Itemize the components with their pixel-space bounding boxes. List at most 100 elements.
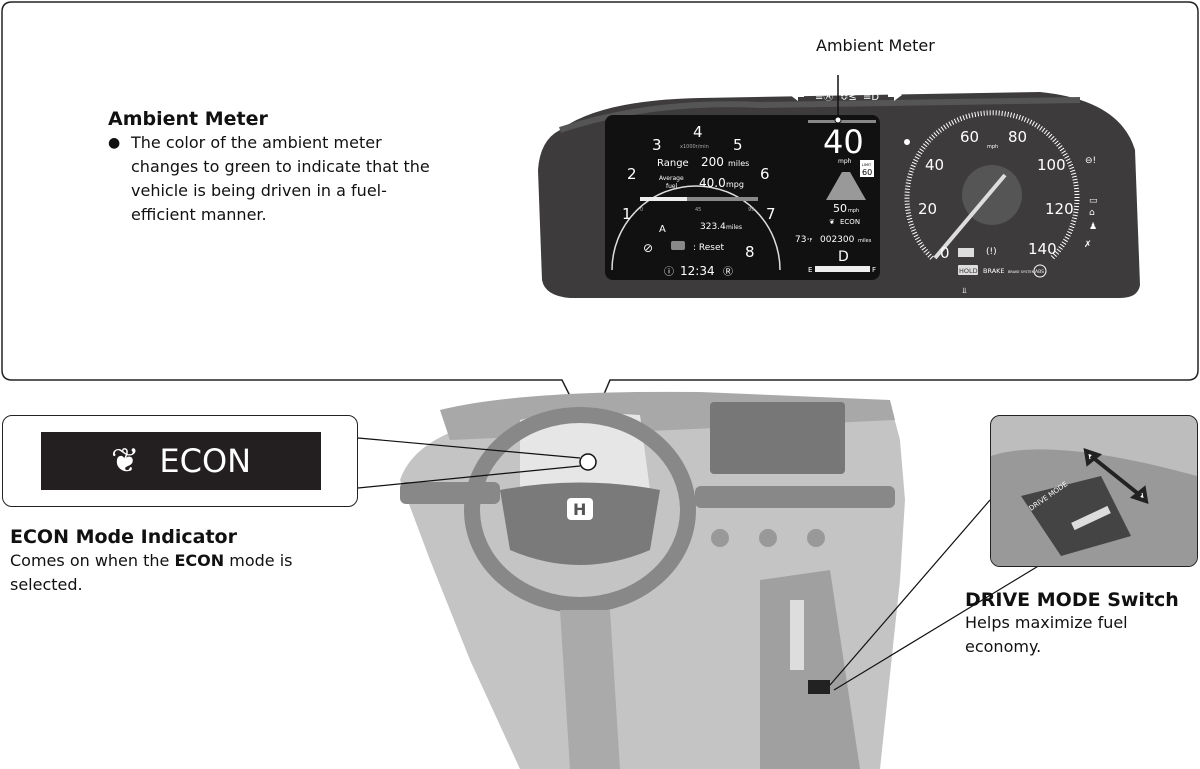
abs-indicator: ABS xyxy=(1035,269,1044,275)
speedometer-needle xyxy=(933,173,1007,260)
tach-number: 8 xyxy=(745,243,755,261)
drive-mode-switch-location xyxy=(808,680,830,694)
speedo-number: 140 xyxy=(1028,240,1057,258)
speedo-number: 80 xyxy=(1008,128,1027,146)
tach-number: 5 xyxy=(733,136,743,154)
bar-tick: 99 xyxy=(748,207,754,213)
tach-number: 7 xyxy=(766,205,776,223)
econ-leaf-icon: ❦ xyxy=(110,441,140,481)
turn-signal-right-icon xyxy=(888,89,902,101)
limit-value: 60 xyxy=(862,168,872,177)
dashboard-illustration: H xyxy=(400,391,905,769)
svg-text:H: H xyxy=(573,500,586,519)
brake-system-indicator: BRAKE SYSTEM xyxy=(1008,270,1035,274)
speedo-number: 120 xyxy=(1045,200,1074,218)
avg-fuel-label: Average xyxy=(659,175,684,182)
econ-description: Comes on when the ECON mode is selected. xyxy=(10,549,350,597)
double-arrow-icon xyxy=(1083,448,1149,504)
econ-leaf-icon: ❦ xyxy=(829,218,835,226)
auto-brake-hold-icon xyxy=(958,248,974,257)
range-unit: miles xyxy=(728,159,749,168)
reset-label: : Reset xyxy=(693,243,725,253)
fuel-economy-bar-fill xyxy=(640,197,687,201)
drive-mode-closeup: DRIVE MODE xyxy=(990,415,1198,567)
parking-icon: Ⓡ xyxy=(723,266,733,278)
speedo-number: 40 xyxy=(925,156,944,174)
coolant-temp-icon: ⫫ xyxy=(961,286,967,295)
econ-leader xyxy=(357,437,597,489)
temp-unit: °F xyxy=(807,238,813,244)
info-icon: ⓘ xyxy=(664,266,674,278)
power-steering-warning-icon: ⊖! xyxy=(1085,156,1096,166)
econ-title: ECON Mode Indicator xyxy=(10,526,237,548)
tach-number: 2 xyxy=(627,165,637,183)
idle-stop-off-icon: ⊘ xyxy=(643,241,653,255)
vent-center xyxy=(695,486,895,508)
acc-speed: 50 xyxy=(833,202,847,215)
fuel-gauge-bar xyxy=(815,266,870,272)
seatbelt-icon: ♟ xyxy=(1089,222,1097,232)
bar-tick: 0 xyxy=(640,207,643,213)
limit-label: LIMIT xyxy=(862,163,872,167)
avg-fuel-value: 40.0 xyxy=(699,176,726,190)
fuel-economy-bar xyxy=(640,197,758,201)
ambient-meter-text: The color of the ambient meter changes t… xyxy=(131,133,430,224)
steering-wheel xyxy=(464,407,696,613)
fuel-e: E xyxy=(808,266,812,274)
bullet-icon: ● xyxy=(108,135,121,151)
speed-unit: mph xyxy=(838,158,852,165)
econ-text: Comes on when the xyxy=(10,551,175,570)
econ-indicator-small: ECON xyxy=(840,218,860,226)
drive-mode-switch[interactable] xyxy=(1021,476,1131,556)
tach-number: 4 xyxy=(693,123,703,141)
turn-signal-left-icon xyxy=(790,89,804,101)
high-beam-icon: ≡D xyxy=(863,92,879,103)
honda-logo xyxy=(567,498,593,520)
fuel-f: F xyxy=(872,266,876,274)
gear-shifter xyxy=(790,600,804,670)
speedo-unit: mph xyxy=(987,144,998,150)
speedo-number: 0 xyxy=(940,244,950,262)
odo-unit: miles xyxy=(858,238,872,244)
speed-readout: 40 xyxy=(823,123,864,161)
econ-text-bold: ECON xyxy=(174,551,225,570)
trip-label: A xyxy=(659,224,666,235)
ambient-meter-description: ● The color of the ambient meter changes… xyxy=(108,131,448,227)
steering-button-icon xyxy=(671,241,685,250)
clock: 12:34 xyxy=(680,264,715,278)
odometer: 002300 xyxy=(820,235,855,245)
avg-fuel-label: fuel xyxy=(666,183,678,190)
speedo-number: 100 xyxy=(1037,156,1066,174)
tpms-icon: (!) xyxy=(986,247,997,257)
infotainment-screen xyxy=(710,402,845,474)
trip-value: 323.4 xyxy=(700,222,726,232)
tach-number: 6 xyxy=(760,165,770,183)
brake-indicator: BRAKE xyxy=(983,267,1005,275)
acc-unit: mph xyxy=(848,208,859,214)
instrument-cluster: ≡Ⓐ ≎≤ ≡D 1 2 3 4 5 6 7 8 x1000r/min Rang… xyxy=(538,75,1140,298)
ambient-meter-label: Ambient Meter xyxy=(816,36,935,55)
drive-mode-description: Helps maximize fuel economy. xyxy=(965,613,1128,656)
econ-indicator: ❦ ECON xyxy=(41,432,321,490)
econ-indicator-text: ECON xyxy=(159,442,252,480)
airbag-icon: ✗ xyxy=(1084,240,1092,250)
speed-limit-sign xyxy=(860,160,874,177)
tach-number: 1 xyxy=(622,205,632,223)
drive-mode-title: DRIVE MODE Switch xyxy=(965,589,1179,611)
check-engine-icon: ⌂ xyxy=(1089,208,1095,218)
range-value: 200 xyxy=(701,155,724,169)
tach-number: 3 xyxy=(652,136,662,154)
outside-temperature: 73 xyxy=(795,235,806,245)
speedo-number: 20 xyxy=(918,200,937,218)
drive-mode-leader xyxy=(829,499,1041,691)
gear-indicator: D xyxy=(838,249,849,265)
tach-unit: x1000r/min xyxy=(680,144,709,150)
econ-text: mode is selected. xyxy=(10,551,293,594)
hold-indicator: HOLD xyxy=(959,267,978,275)
bar-tick: 45 xyxy=(695,207,701,213)
avg-fuel-unit: mpg xyxy=(726,180,744,189)
fog-light-icon: ≎≤ xyxy=(840,92,857,103)
range-label: Range xyxy=(657,158,689,169)
battery-icon: ▭ xyxy=(1089,196,1098,206)
lane-keeping-graphic xyxy=(826,172,866,200)
